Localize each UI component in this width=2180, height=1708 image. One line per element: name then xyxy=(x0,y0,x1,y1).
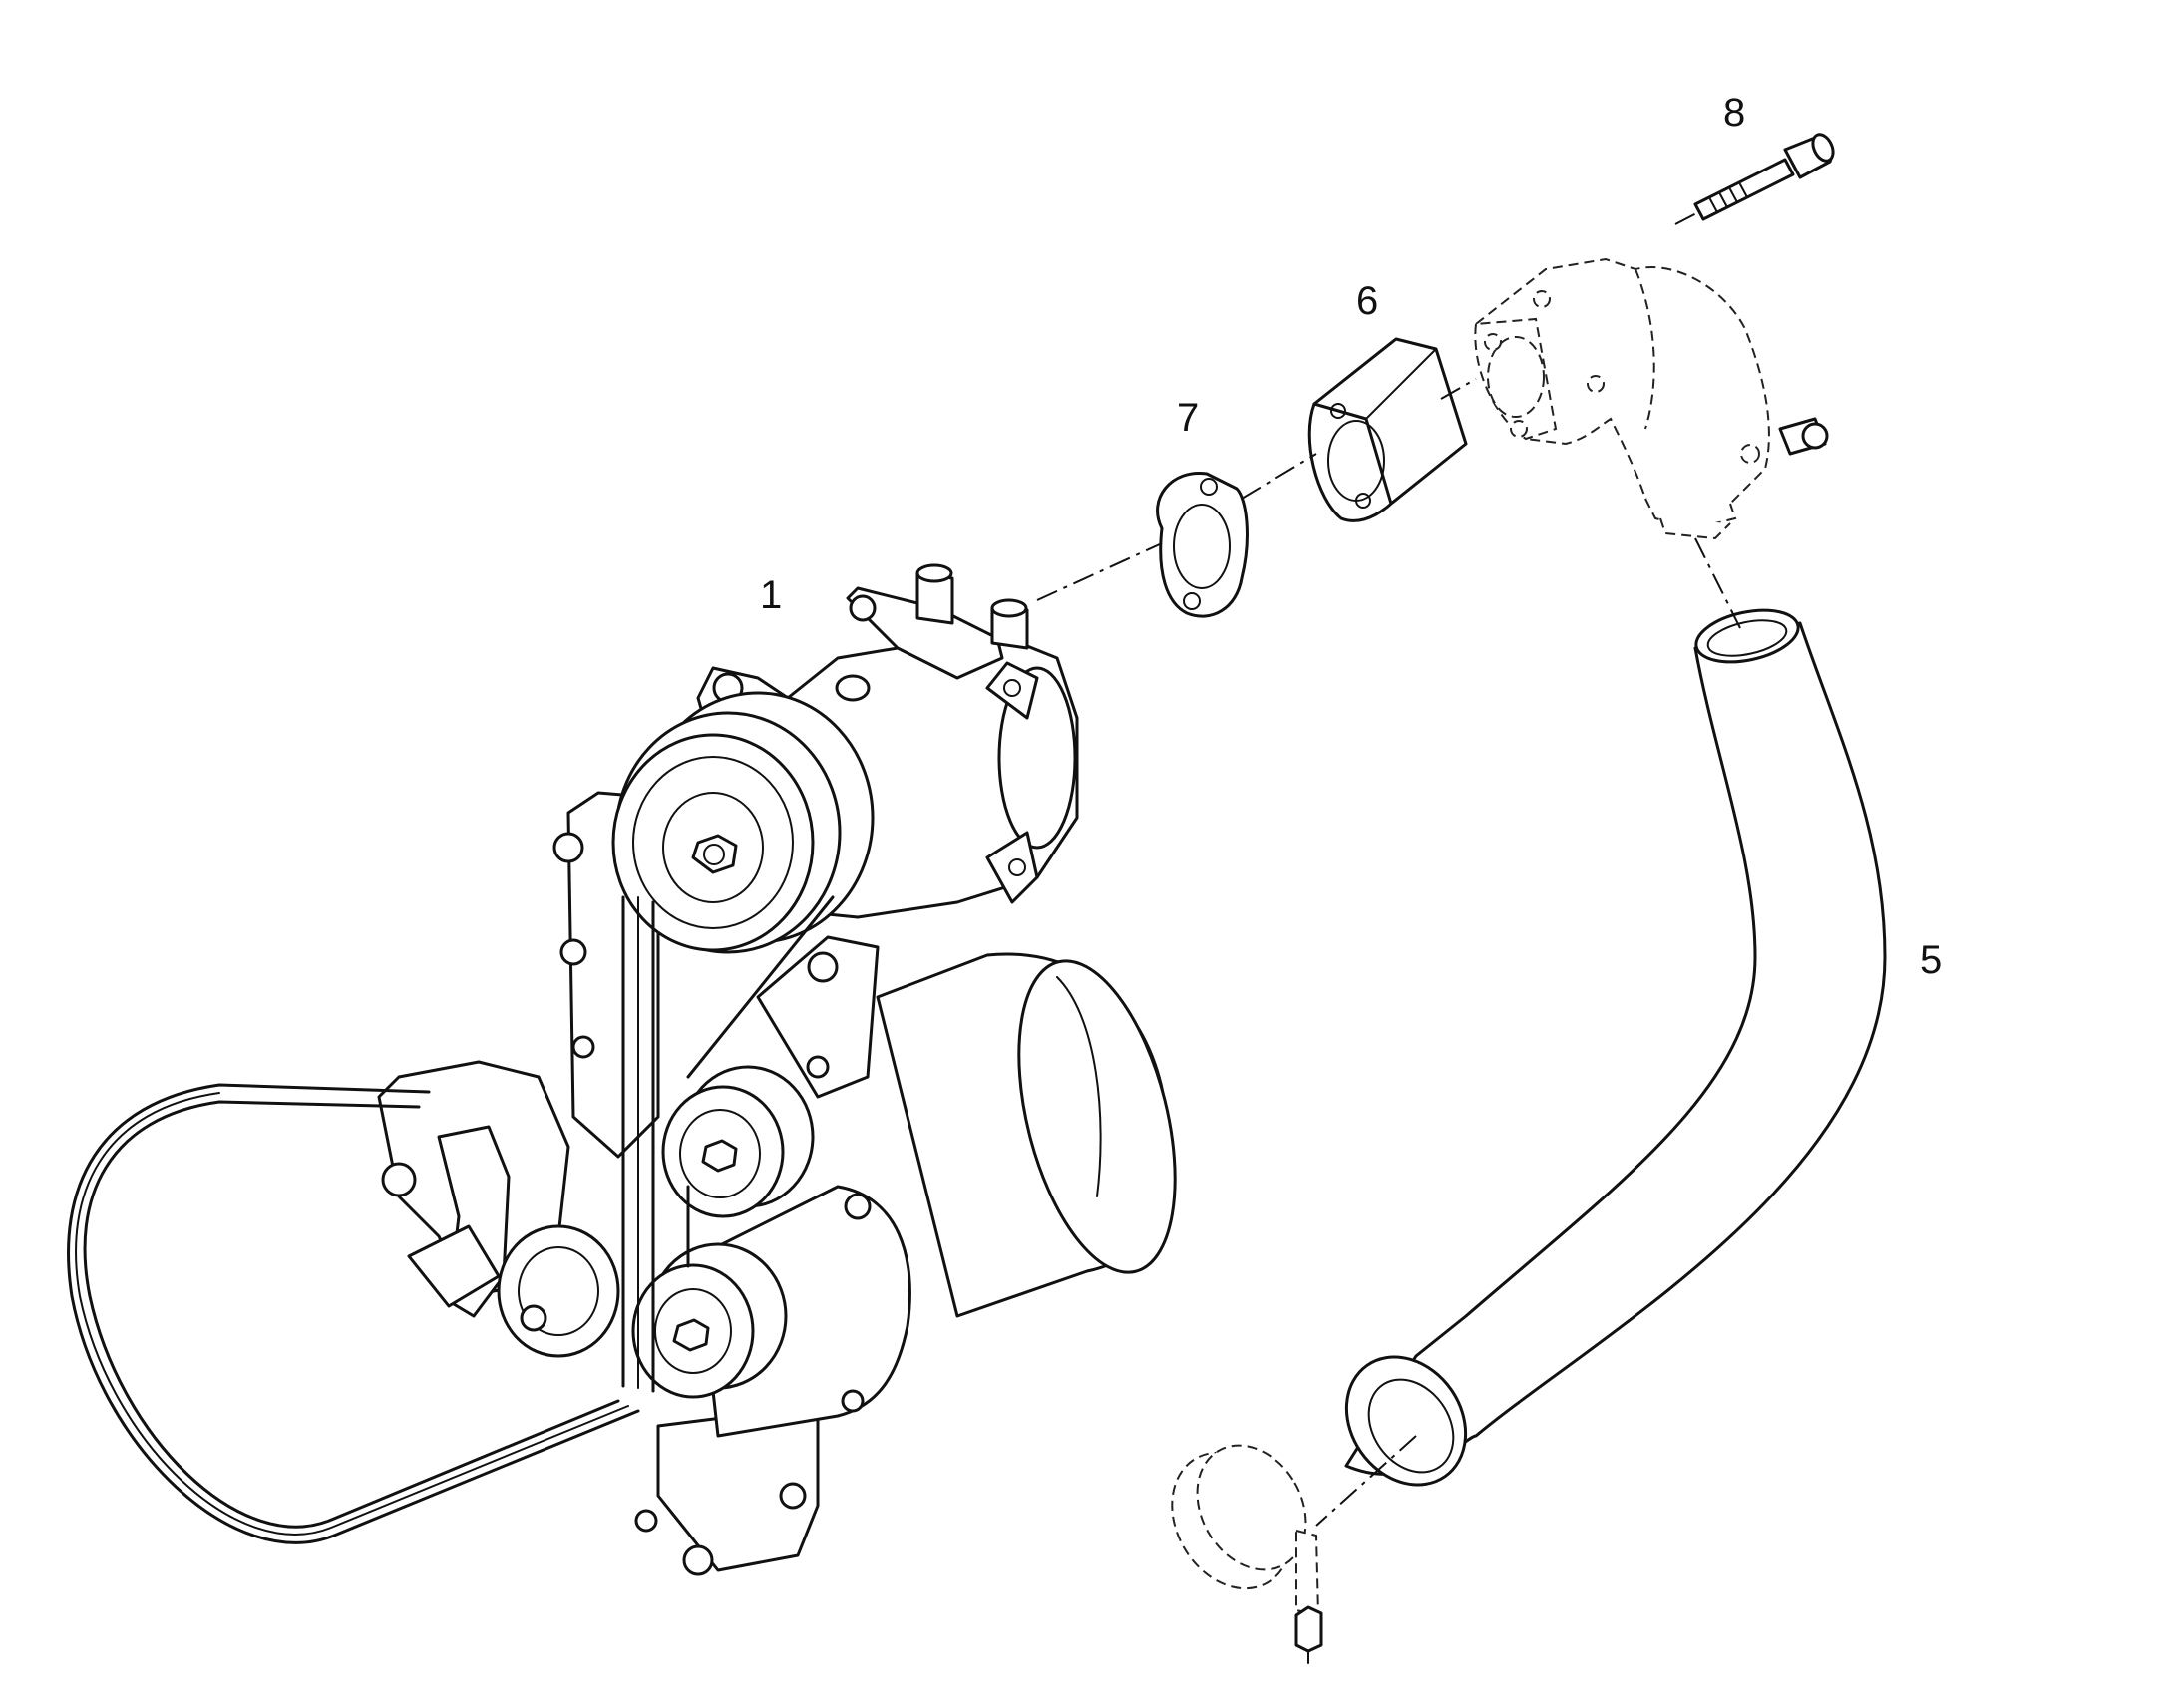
hose-clamp xyxy=(1171,1444,1323,1664)
part-6-spacer-flange xyxy=(1307,337,1468,522)
belt-tensioner xyxy=(377,1060,620,1358)
part-7-gasket xyxy=(1156,471,1249,618)
part-1-pump-assembly xyxy=(67,563,1177,1576)
mounting-plate xyxy=(634,1185,911,1576)
callout-1: 1 xyxy=(760,573,782,617)
callout-6: 6 xyxy=(1356,279,1378,323)
callout-8: 8 xyxy=(1723,91,1745,135)
callout-5: 5 xyxy=(1920,938,1942,982)
part-8-bolt xyxy=(1693,133,1835,221)
callouts: 1 5 6 7 8 xyxy=(760,91,1942,982)
drive-belt xyxy=(67,895,835,1544)
top-pulley xyxy=(611,691,875,954)
alignment-lines xyxy=(1036,210,1741,1527)
idler-pulley xyxy=(661,1065,815,1218)
lower-pulley xyxy=(631,1242,788,1399)
callout-7: 7 xyxy=(1177,396,1199,440)
elbow-fitting xyxy=(1474,257,1829,540)
part-5-hose xyxy=(1344,608,1887,1487)
motor-cylinder xyxy=(876,952,1177,1318)
